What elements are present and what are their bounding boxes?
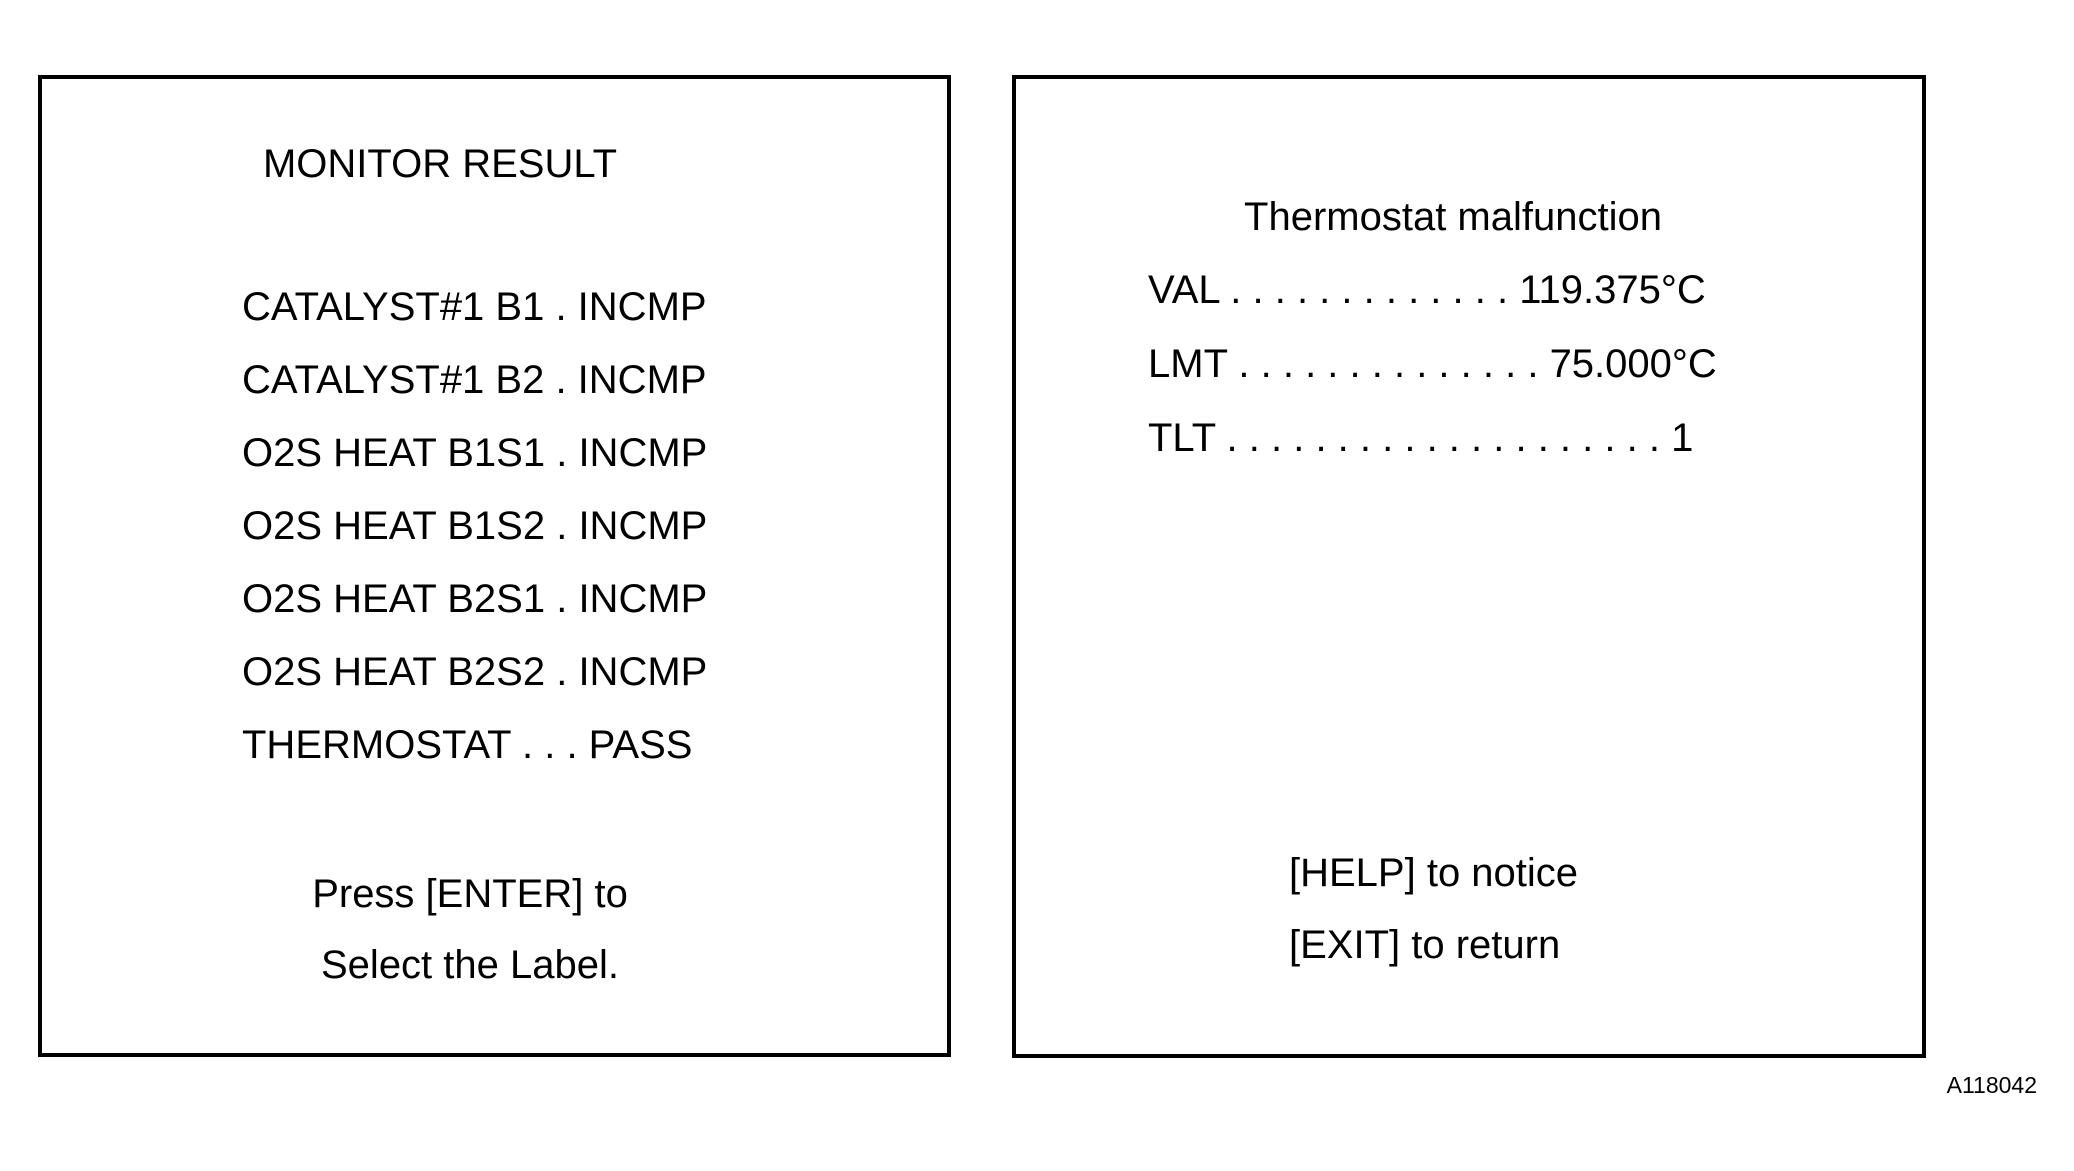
monitor-line-catalyst1-b1: CATALYST#1 B1 . INCMP [242,285,707,329]
key-hints: [HELP] to notice [EXIT] to return [1289,837,1578,981]
monitor-line-o2s-heat-b2s2: O2S HEAT B2S2 . INCMP [242,650,708,694]
thermostat-malfunction-screen: Thermostat malfunction VAL . . . . . . .… [1012,75,1926,1058]
monitor-line-catalyst1-b2: CATALYST#1 B2 . INCMP [242,358,707,402]
monitor-line-thermostat: THERMOSTAT . . . PASS [242,723,693,767]
exit-key-hint: [EXIT] to return [1289,923,1561,967]
data-line-lmt: LMT . . . . . . . . . . . . . . 75.000°C [1148,342,1717,386]
figure-id-label: A118042 [1946,1072,2037,1098]
data-line-val: VAL . . . . . . . . . . . . . 119.375°C [1148,268,1706,312]
enter-key-hint: Press [ENTER] to Select the Label. [312,859,628,1001]
thermostat-malfunction-title: Thermostat malfunction [1244,195,1662,239]
monitor-result-list: CATALYST#1 B1 . INCMP CATALYST#1 B2 . IN… [242,271,707,782]
monitor-line-o2s-heat-b1s1: O2S HEAT B1S1 . INCMP [242,431,708,475]
help-key-hint: [HELP] to notice [1289,851,1579,895]
enter-hint-line-1: Press [ENTER] to [312,872,628,916]
enter-hint-line-2: Select the Label. [321,943,619,987]
monitor-result-title: MONITOR RESULT [262,142,618,186]
data-line-tlt: TLT . . . . . . . . . . . . . . . . . . … [1148,416,1694,460]
monitor-line-o2s-heat-b1s2: O2S HEAT B1S2 . INCMP [242,504,708,548]
monitor-result-screen: MONITOR RESULT CATALYST#1 B1 . INCMP CAT… [38,75,951,1057]
monitor-line-o2s-heat-b2s1: O2S HEAT B2S1 . INCMP [242,577,708,621]
thermostat-data-list: VAL . . . . . . . . . . . . . 119.375°C … [1148,253,1717,475]
